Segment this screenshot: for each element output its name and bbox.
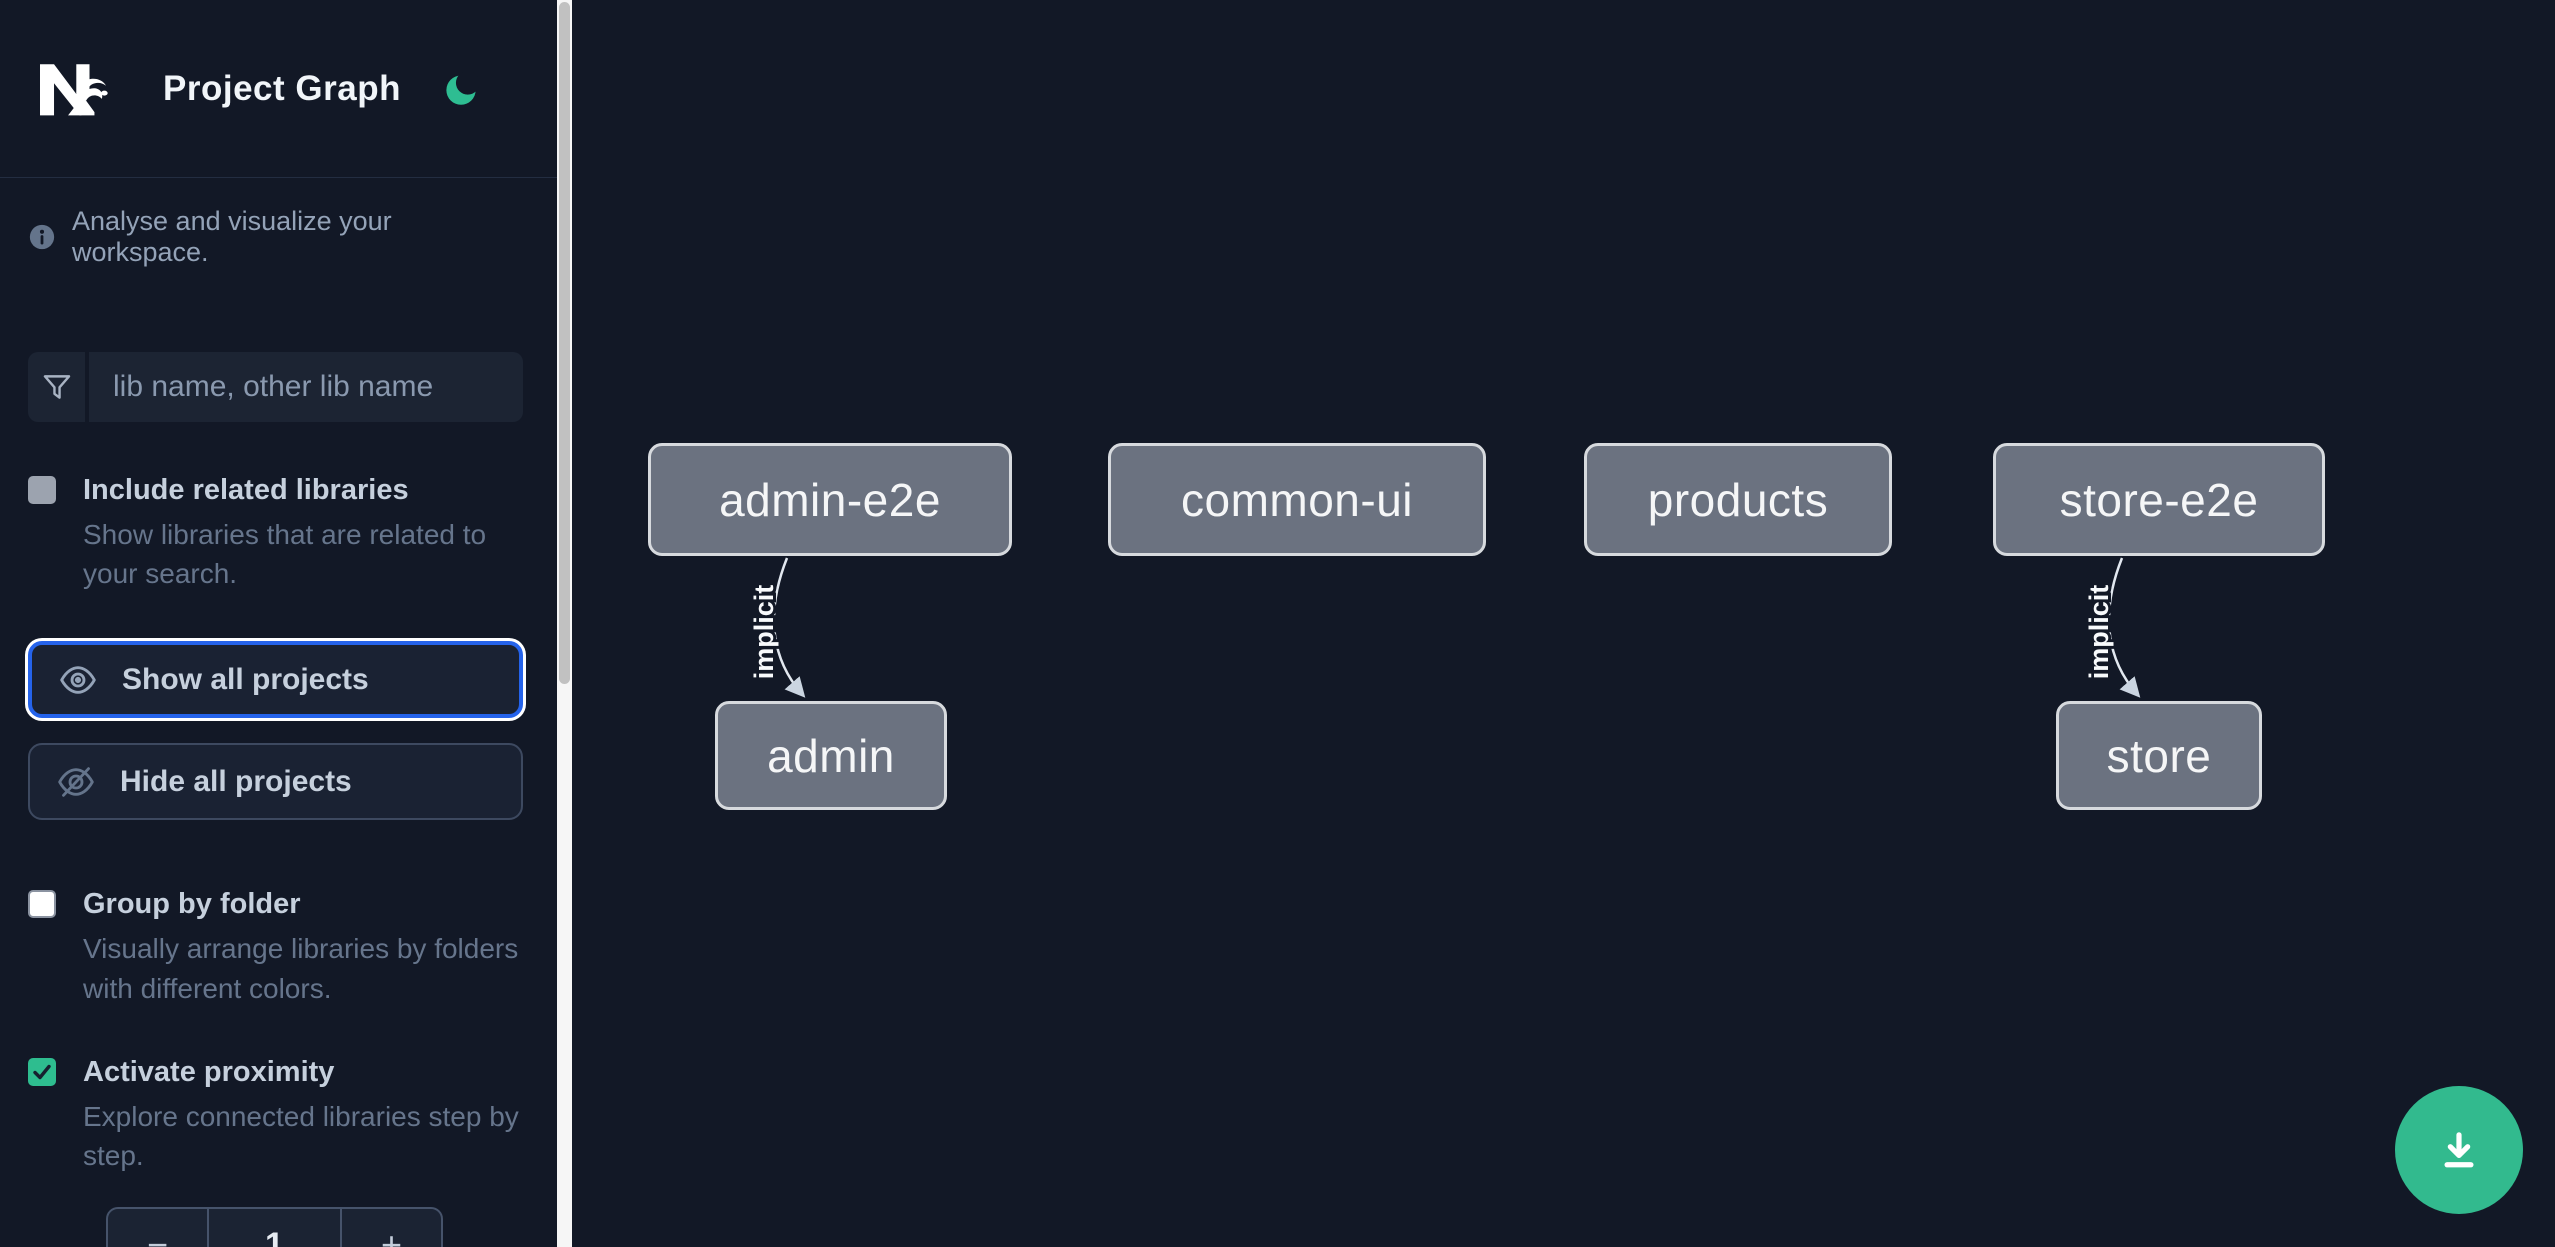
graph-node-admin-e2e[interactable]: admin-e2e [648, 443, 1012, 556]
show-all-projects-label: Show all projects [122, 662, 369, 696]
graph-node-common-ui[interactable]: common-ui [1108, 443, 1486, 556]
option-include-related: Include related libraries Show libraries… [28, 474, 523, 593]
option-group-by-folder: Group by folder Visually arrange librari… [28, 888, 523, 1007]
include-related-label[interactable]: Include related libraries [83, 474, 409, 506]
info-icon [29, 224, 55, 250]
show-all-projects-button[interactable]: Show all projects [28, 641, 523, 719]
graph-node-admin[interactable]: admin [715, 701, 947, 810]
activate-proximity-checkbox[interactable] [28, 1057, 56, 1086]
edge-label: implicit [2084, 585, 2114, 680]
proximity-depth-value[interactable]: 1 [207, 1209, 342, 1247]
tagline-text: Analyse and visualize your workspace. [72, 206, 392, 267]
graph-edge-store-e2e-store[interactable] [2107, 557, 2141, 698]
group-by-folder-description: Visually arrange libraries by folders wi… [83, 933, 519, 1004]
sidebar-scrollbar-thumb[interactable] [559, 2, 570, 684]
nx-logo-icon [40, 63, 108, 115]
hide-all-projects-button[interactable]: Hide all projects [28, 743, 523, 821]
edge-layer: implicit implicit [746, 557, 2141, 698]
sidebar-header: Project Graph [0, 0, 557, 178]
filter-funnel-icon [43, 375, 70, 399]
page-title: Project Graph [163, 68, 401, 108]
graph-node-store-e2e[interactable]: store-e2e [1993, 443, 2325, 556]
checkmark-icon [33, 1064, 51, 1079]
activate-proximity-label[interactable]: Activate proximity [83, 1055, 335, 1088]
include-related-description: Show libraries that are related to your … [83, 519, 487, 590]
graph-canvas[interactable]: implicit implicit admin-e2e common-ui produ… [557, 0, 2555, 1247]
increment-button[interactable]: + [342, 1209, 441, 1247]
sidebar-scrollbar-track [557, 0, 572, 1247]
proximity-depth-stepper: − 1 + [106, 1207, 443, 1247]
sidebar-body: Analyse and visualize your workspace. In… [0, 178, 557, 1247]
group-by-folder-checkbox[interactable] [28, 890, 56, 919]
search-icon-cell [28, 352, 89, 422]
filter-input[interactable] [89, 352, 523, 422]
download-image-button[interactable] [2395, 1086, 2523, 1214]
hide-all-projects-label: Hide all projects [120, 764, 352, 798]
include-related-checkbox[interactable] [28, 476, 56, 504]
download-icon [2444, 1132, 2474, 1168]
project-visibility-buttons: Show all projects Hide all projects [28, 641, 523, 821]
graph-node-store[interactable]: store [2056, 701, 2262, 810]
tagline-row: Analyse and visualize your workspace. [28, 206, 523, 268]
group-by-folder-label[interactable]: Group by folder [83, 888, 301, 921]
graph-node-products[interactable]: products [1584, 443, 1892, 556]
eye-off-icon [58, 767, 94, 797]
search-box [28, 352, 523, 422]
graph-edge-admin-e2e-admin[interactable] [772, 557, 806, 698]
theme-toggle-button[interactable] [443, 70, 480, 107]
option-activate-proximity: Activate proximity Explore connected lib… [28, 1056, 523, 1175]
activate-proximity-description: Explore connected libraries step by step… [83, 1100, 519, 1171]
moon-icon [446, 70, 480, 105]
decrement-button[interactable]: − [108, 1209, 207, 1247]
sidebar: Project Graph Analyse and visualize your… [0, 0, 557, 1247]
eye-icon [60, 666, 96, 694]
edge-label: implicit [749, 585, 779, 680]
